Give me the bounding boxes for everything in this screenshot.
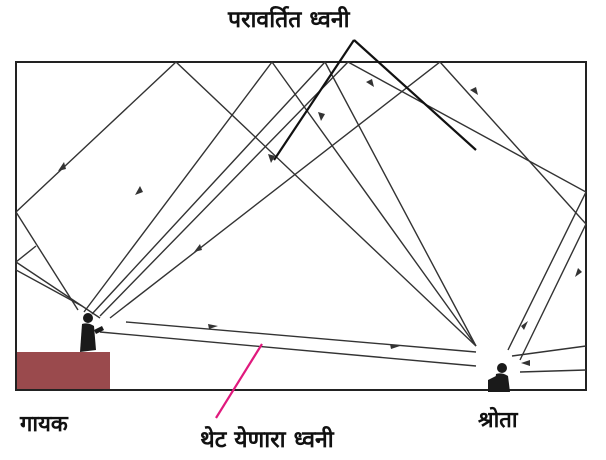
direct-sound-pointer bbox=[216, 344, 262, 418]
reflected-ray bbox=[16, 262, 100, 318]
reflected-sound-pointer bbox=[274, 40, 476, 160]
reflected-ray bbox=[512, 346, 586, 356]
direct-sound-label: थेट येणारा ध्वनी bbox=[200, 422, 334, 454]
ray-arrow bbox=[318, 112, 325, 121]
direct-rays bbox=[100, 322, 476, 366]
reflected-ray bbox=[92, 62, 476, 346]
ray-arrow bbox=[366, 79, 374, 87]
listener-label: श्रोता bbox=[478, 404, 518, 434]
listener-figure bbox=[488, 363, 510, 392]
singer-label: गायक bbox=[20, 408, 68, 438]
reflected-ray bbox=[16, 212, 82, 306]
stage-platform bbox=[16, 352, 110, 390]
reflected-ray bbox=[16, 212, 78, 310]
reflected-ray bbox=[16, 246, 36, 262]
reflected-ray bbox=[520, 370, 586, 372]
ray-arrow bbox=[521, 360, 530, 366]
reflected-ray bbox=[84, 62, 476, 346]
ray-arrow bbox=[58, 162, 66, 171]
hall-outline bbox=[16, 62, 586, 390]
reflected-rays bbox=[16, 62, 586, 372]
ray-arrow bbox=[208, 324, 218, 329]
reflected-sound-label: परावर्तित ध्वनी bbox=[228, 2, 350, 34]
direct-ray bbox=[126, 322, 476, 352]
direct-ray bbox=[100, 332, 476, 366]
reflected-ray bbox=[100, 62, 586, 350]
ray-arrow bbox=[575, 268, 582, 277]
reflected-ray bbox=[16, 62, 476, 346]
ray-arrow bbox=[194, 244, 202, 252]
ray-arrow bbox=[135, 186, 143, 195]
ray-arrow bbox=[470, 87, 478, 95]
